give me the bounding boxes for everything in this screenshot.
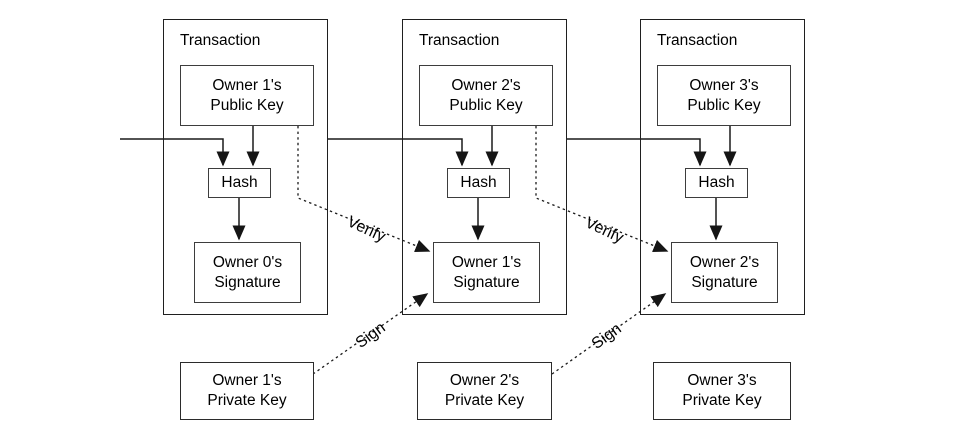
hash-label-3: Hash: [698, 174, 735, 191]
public-key-2-line1: Owner 2's: [451, 76, 521, 94]
signature-2-line2: Signature: [453, 273, 520, 291]
signature-box-2: Owner 1's Signature: [433, 242, 540, 303]
chain-line-into-hash-2: [328, 138, 469, 167]
transaction-box-1: Transaction Owner 1's Public Key Hash Ow…: [163, 19, 328, 315]
verify-arrow-2: [535, 126, 669, 252]
private-key-box-2: Owner 2's Private Key: [417, 362, 552, 420]
hash-box-3: Hash: [685, 168, 748, 198]
signature-1-line1: Owner 0's: [212, 253, 283, 271]
private-key-3-line2: Private Key: [682, 392, 762, 409]
chain-line-into-hash-3: [567, 138, 707, 167]
public-key-3-line1: Owner 3's: [689, 76, 759, 94]
public-key-box-2: Owner 2's Public Key: [419, 65, 553, 126]
public-key-1-line2: Public Key: [210, 96, 284, 114]
private-key-1-line2: Private Key: [207, 392, 287, 409]
private-key-box-1: Owner 1's Private Key: [180, 362, 314, 420]
hash-label-2: Hash: [460, 174, 497, 191]
private-key-1-line1: Owner 1's: [212, 372, 282, 389]
signature-box-1: Owner 0's Signature: [194, 242, 301, 303]
signature-2-line1: Owner 1's: [451, 253, 522, 271]
signature-3-line1: Owner 2's: [689, 253, 760, 271]
private-key-box-3: Owner 3's Private Key: [653, 362, 791, 420]
transaction-title-1: Transaction: [180, 32, 261, 49]
transaction-box-2: Transaction Owner 2's Public Key Hash Ow…: [402, 19, 567, 315]
hash-box-2: Hash: [447, 168, 510, 198]
public-key-3-line2: Public Key: [687, 96, 761, 114]
transaction-title-2: Transaction: [419, 32, 500, 49]
chain-line-into-hash-1: [120, 138, 230, 167]
transaction-title-3: Transaction: [657, 32, 738, 49]
private-key-3-line1: Owner 3's: [687, 372, 757, 389]
verify-arrow-1: [297, 126, 431, 252]
public-key-1-line1: Owner 1's: [212, 76, 282, 94]
transaction-box-3: Transaction Owner 3's Public Key Hash Ow…: [640, 19, 805, 315]
signature-1-line2: Signature: [214, 273, 281, 291]
public-key-2-line2: Public Key: [449, 96, 523, 114]
signature-box-3: Owner 2's Signature: [671, 242, 778, 303]
hash-box-1: Hash: [208, 168, 271, 198]
sign-arrow-2: [551, 293, 667, 375]
private-key-2-line1: Owner 2's: [449, 372, 520, 389]
hash-label-1: Hash: [221, 174, 258, 191]
signature-3-line2: Signature: [691, 273, 758, 291]
private-key-2-line2: Private Key: [444, 392, 525, 409]
public-key-box-3: Owner 3's Public Key: [657, 65, 791, 126]
public-key-box-1: Owner 1's Public Key: [180, 65, 314, 126]
sign-arrow-1: [312, 293, 429, 375]
